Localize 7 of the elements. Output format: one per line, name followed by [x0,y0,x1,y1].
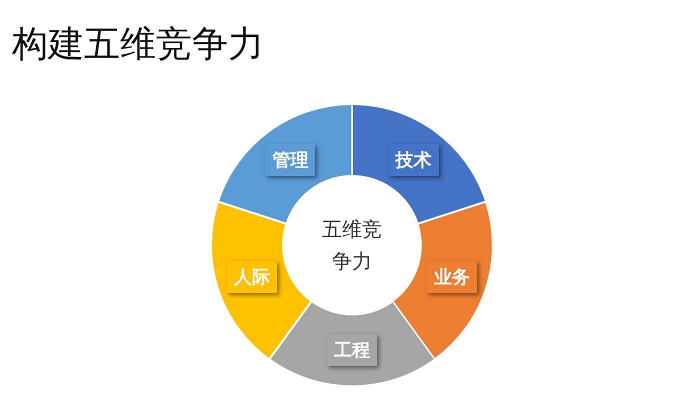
segment-label: 业务 [426,261,477,294]
title: 构建五维竞争力 [12,23,264,67]
segment-label: 人际 [227,261,278,294]
segment-label: 工程 [326,334,377,366]
center-text: 五维竞争力 [322,216,382,275]
segment-label: 管理 [265,144,316,176]
segment-label: 技术 [388,144,439,176]
